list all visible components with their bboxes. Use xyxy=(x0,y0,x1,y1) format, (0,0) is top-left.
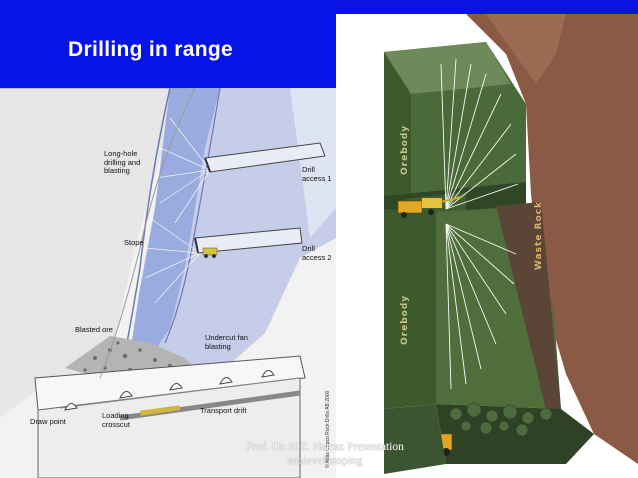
right-figure xyxy=(336,14,638,478)
sublevel-stope-illustration xyxy=(0,88,336,478)
label-long-hole-drilling: Long-hole drilling and blasting xyxy=(104,149,141,175)
presentation-footer: Prof. Dr. H.Z. Harraz Presentation suble… xyxy=(210,440,440,468)
label-loading-crosscut: Loading crosscut xyxy=(102,411,130,429)
orebody-illustration xyxy=(384,14,638,474)
label-draw-point: Draw point xyxy=(30,417,66,426)
label-orebody-upper: Orebody xyxy=(400,124,410,175)
slide-title: Drilling in range xyxy=(68,38,233,61)
label-waste-rock: Waste Rock xyxy=(534,200,544,270)
title-bar: Drilling in range xyxy=(0,0,336,88)
label-stope: Stope xyxy=(124,238,144,247)
label-drill-access-1: Drill access 1 xyxy=(302,165,332,183)
label-orebody-lower: Orebody xyxy=(400,294,410,345)
label-drill-access-2: Drill access 2 xyxy=(302,244,332,262)
footer-line-1: Prof. Dr. H.Z. Harraz Presentation xyxy=(246,441,404,453)
footer-line-2: sublevel stoping xyxy=(287,455,363,467)
label-blasted-ore: Blasted ore xyxy=(75,325,113,334)
label-undercut-fan-blasting: Undercut fan blasting xyxy=(205,333,248,351)
left-figure: © Atlas Copco Rock Drills AB 2000 xyxy=(0,88,336,478)
label-transport-drift: Transport drift xyxy=(200,406,247,415)
